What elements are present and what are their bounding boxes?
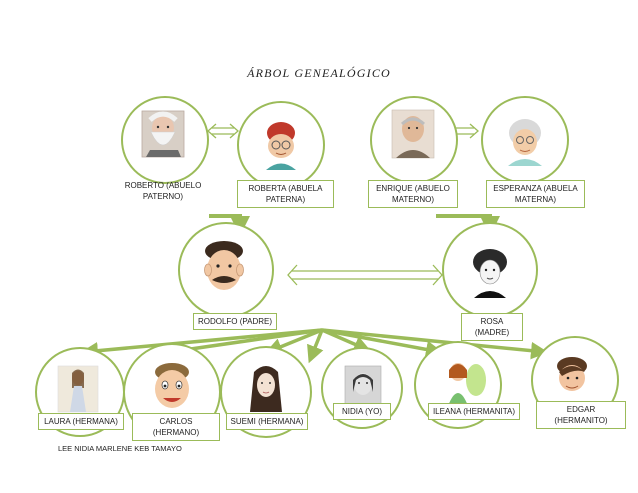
brother-portrait [155,363,189,408]
little-brother-portrait [557,357,587,391]
label-roberto: ROBERTO (ABUELO PATERNO) [124,181,202,201]
label-esperanza: ESPERANZA (ABUELA MATERNA) [486,180,585,208]
grandfather-portrait [391,109,435,159]
label-ileana: ILEANA (HERMANITA) [428,403,520,420]
sister-portrait [57,365,99,413]
grandfather-portrait [141,110,185,158]
label-nidia: NIDIA (YO) [333,403,391,420]
father-portrait [204,241,244,290]
little-sister-portrait [448,363,486,406]
label-rosa: ROSA (MADRE) [461,313,523,341]
label-suemi: SUEMI (HERMANA) [226,413,308,430]
label-laura: LAURA (HERMANA) [38,413,124,430]
self-portrait [344,365,382,407]
label-rodolfo: RODOLFO (PADRE) [193,313,277,330]
parents-to-children-arrows [80,328,549,364]
mother-portrait [473,249,507,298]
label-carlos: CARLOS (HERMANO) [132,413,220,441]
parents-couple-link [287,264,443,286]
grandmother-portrait [508,119,542,166]
author-credit: LEE NIDIA MARLENE KEB TAMAYO [58,444,182,453]
label-enrique: ENRIQUE (ABUELO MATERNO) [368,180,458,208]
label-roberta: ROBERTA (ABUELA PATERNA) [237,180,334,208]
page-title: ÁRBOL GENEALÓGICO [247,66,391,80]
grandmother-portrait [266,122,296,170]
label-edgar: EDGAR (HERMANITO) [536,401,626,429]
paternal-couple-link [207,123,239,139]
sister-portrait [250,366,282,412]
